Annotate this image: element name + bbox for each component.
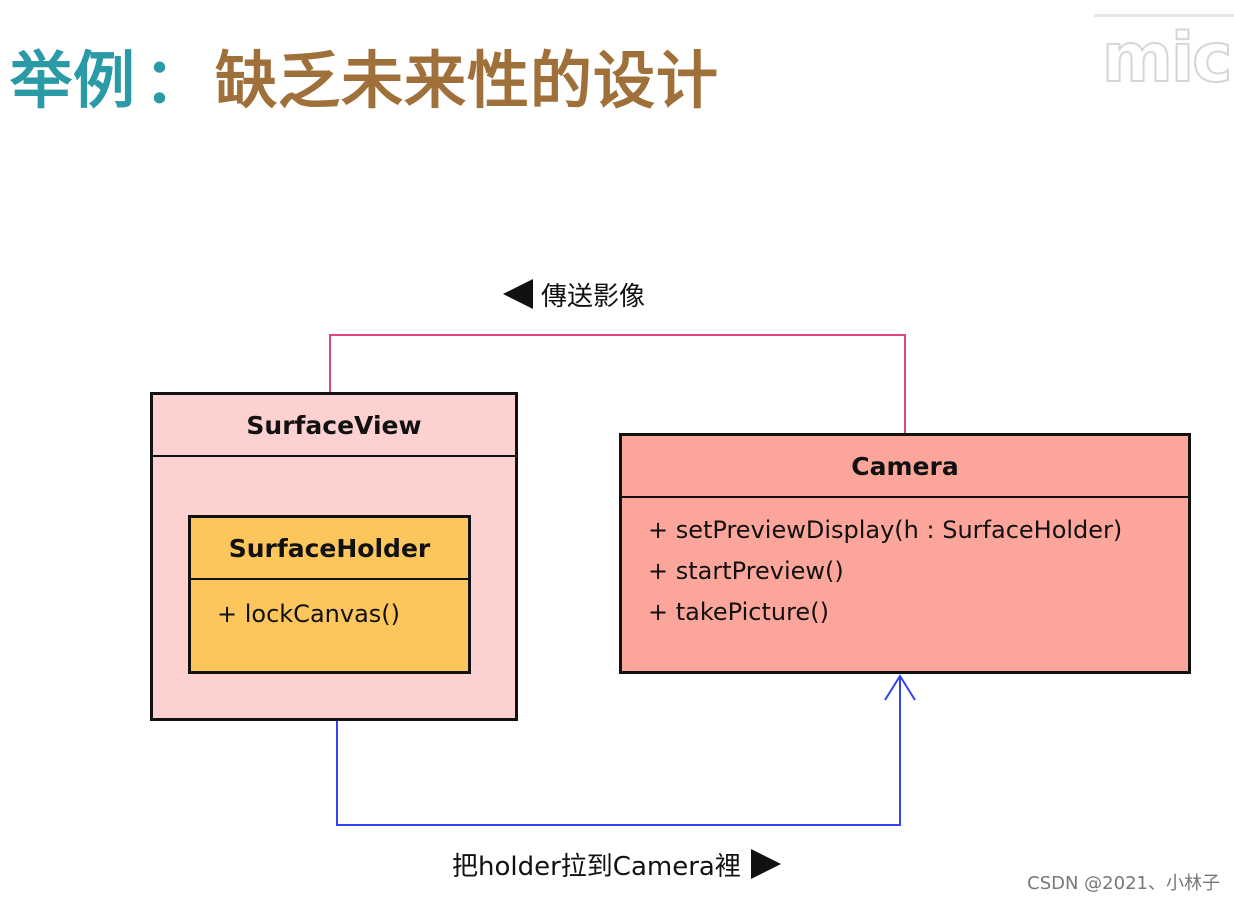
slide-title: 举例：缺乏未来性的设计 (10, 36, 719, 126)
left-triangle-icon (503, 279, 533, 309)
edge-label-view-to-camera: 把holder拉到Camera裡 (452, 846, 781, 882)
right-triangle-icon (750, 849, 781, 879)
class-camera-operations: + setPreviewDisplay(h : SurfaceHolder) +… (622, 498, 1188, 633)
title-lead: 举例 (10, 44, 137, 117)
class-surfaceview-name: SurfaceView (153, 395, 515, 457)
logo-word: mic (1101, 19, 1233, 98)
watermark-logo: mic (1094, 8, 1234, 98)
operation-item: + takePicture() (648, 598, 829, 626)
operation-item: + setPreviewDisplay(h : SurfaceHolder) (648, 516, 1123, 544)
class-surfaceholder-name: SurfaceHolder (191, 518, 468, 580)
operation-item: + lockCanvas() (217, 600, 400, 628)
class-camera: Camera + setPreviewDisplay(h : SurfaceHo… (619, 433, 1191, 674)
title-separator: ： (144, 44, 208, 117)
class-surfaceholder-operations: + lockCanvas() (191, 580, 468, 635)
operation-item: + startPreview() (648, 557, 844, 585)
edge-view-to-camera-arrowhead (884, 674, 916, 701)
title-rest: 缺乏未来性的设计 (215, 44, 720, 117)
footer-watermark: CSDN @2021、小林子 (1027, 873, 1220, 894)
edge-label-text: 把holder拉到Camera裡 (452, 851, 741, 882)
class-camera-name: Camera (622, 436, 1188, 498)
logo-bar (1094, 14, 1234, 17)
class-surfaceholder: SurfaceHolder + lockCanvas() (188, 515, 471, 674)
edge-label-camera-to-holder: 傳送影像 (503, 276, 645, 312)
edge-label-text: 傳送影像 (541, 281, 646, 312)
